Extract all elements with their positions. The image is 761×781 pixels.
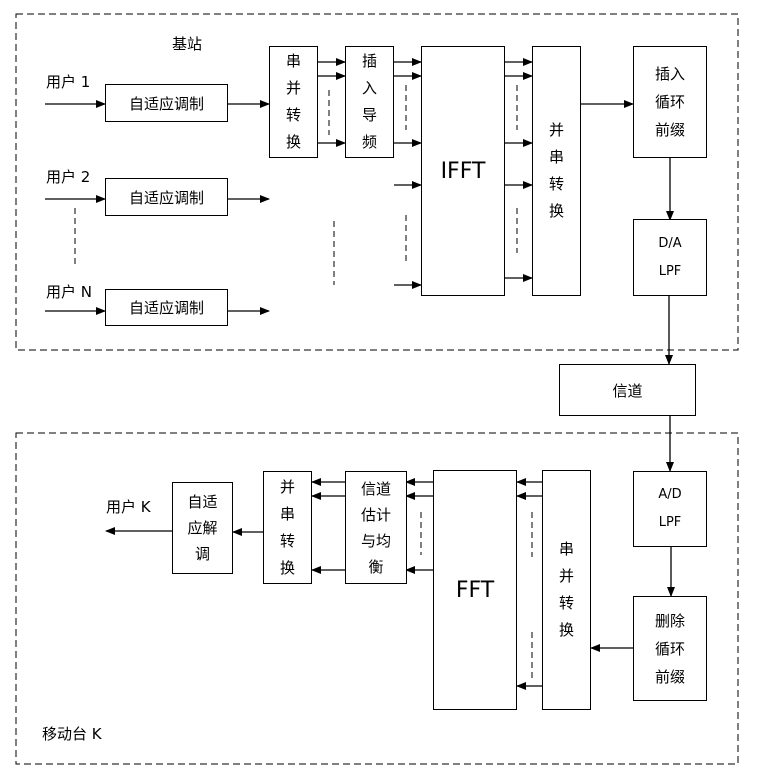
block-label: 并串转换 <box>280 477 296 577</box>
mobile-station-frame <box>15 432 739 765</box>
block-label: 自适应调制 <box>128 94 204 113</box>
adaptive-modulation-block-1: 自适应调制 <box>105 84 228 122</box>
adaptive-modulation-block-2: 自适应调制 <box>105 178 228 216</box>
user-2-label: 用户 2 <box>46 168 91 186</box>
block-label: 自适应调制 <box>128 299 204 317</box>
cp-insert-block: 插入 循环 前缀 <box>633 46 707 158</box>
base-station-frame <box>15 13 739 351</box>
adaptive-demodulation-block: 自适 应解 调 <box>172 482 233 574</box>
adaptive-modulation-block-n: 自适应调制 <box>105 289 228 326</box>
pilot-insert-block: 插入导频 <box>345 46 394 158</box>
block-label: 插入 循环 前缀 <box>654 65 685 139</box>
channel-block: 信道 <box>559 364 696 416</box>
block-label: FFT <box>455 577 495 603</box>
user-1-label: 用户 1 <box>46 73 91 91</box>
serial-parallel-block-tx: 串并转换 <box>269 46 318 158</box>
block-label: IFFT <box>440 158 486 184</box>
block-label: 自适 应解 调 <box>187 493 218 563</box>
base-station-title: 基站 <box>172 35 203 53</box>
block-label: 串并转换 <box>559 540 575 639</box>
block-label: 插入导频 <box>362 52 378 151</box>
channel-estimation-block: 信道 估计 与均 衡 <box>345 471 407 584</box>
fft-block: FFT <box>433 470 517 710</box>
block-label: 并串转换 <box>549 121 565 220</box>
dac-lpf-block: D/A LPF <box>633 219 707 296</box>
block-label: 信道 <box>612 381 643 400</box>
cp-remove-block: 删除 循环 前缀 <box>633 596 707 701</box>
block-label: 删除 循环 前缀 <box>654 611 685 686</box>
block-label: 自适应调制 <box>128 188 204 207</box>
user-k-label: 用户 K <box>106 498 151 516</box>
block-label: 串并转换 <box>286 52 302 151</box>
serial-parallel-block-rx: 串并转换 <box>542 470 591 710</box>
block-label: D/A LPF <box>658 235 682 279</box>
ellipsis-dashes <box>74 85 533 680</box>
user-n-label: 用户 N <box>46 283 92 301</box>
parallel-serial-block-rx: 并串转换 <box>263 471 312 584</box>
adc-lpf-block: A/D LPF <box>633 471 707 547</box>
parallel-serial-block-tx: 并串转换 <box>532 46 581 296</box>
block-label: 信道 估计 与均 衡 <box>360 479 391 576</box>
mobile-station-title: 移动台 K <box>42 725 102 743</box>
ifft-block: IFFT <box>421 46 505 296</box>
block-label: A/D LPF <box>658 487 682 530</box>
